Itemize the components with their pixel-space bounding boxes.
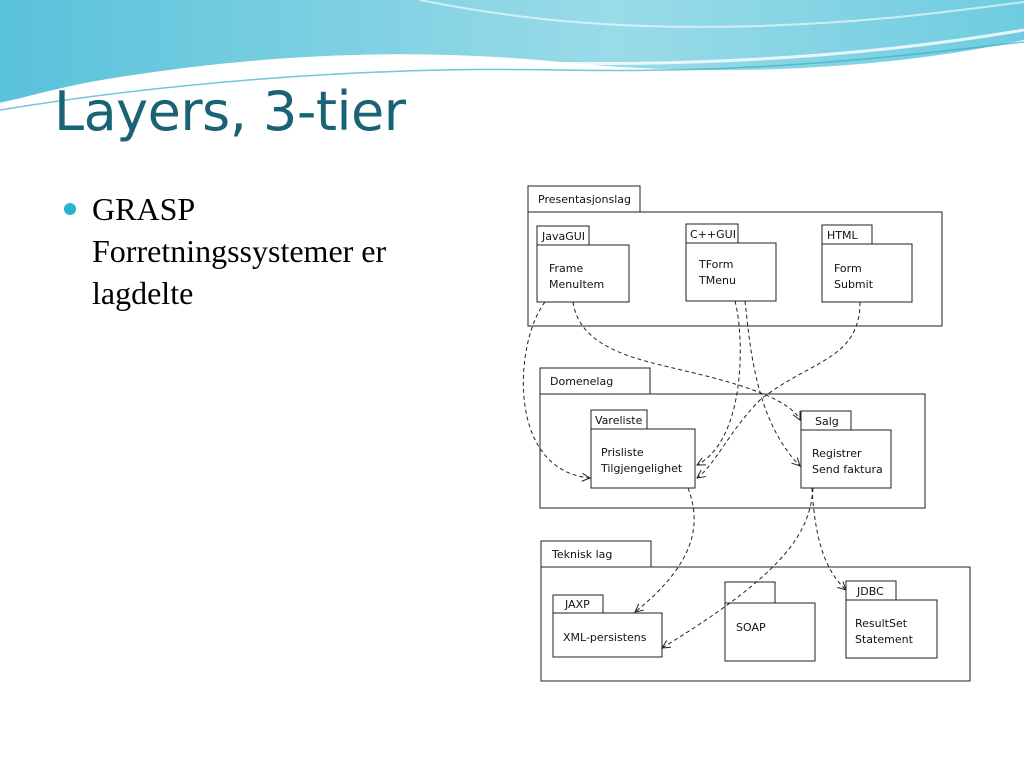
bullet-item: GRASP Forretningssystemer er lagdelte [62, 188, 492, 314]
dependency-arrow [697, 301, 861, 478]
package-content-line: TMenu [698, 274, 736, 287]
package-salg: Salg Registrer Send faktura [800, 410, 892, 489]
dependency-arrow [635, 487, 695, 612]
bullet-text: GRASP Forretningssystemer er lagdelte [92, 191, 387, 311]
package-javagui: JavaGUI Frame MenuItem [536, 225, 630, 303]
package-content-line: Frame [549, 262, 584, 275]
package-content-line: Tilgjengelighet [600, 462, 683, 475]
package-content-line: Send faktura [812, 463, 883, 476]
package-tab-label: JDBC [856, 585, 884, 598]
package-html: HTML Form Submit [821, 224, 913, 303]
technical-layer-label: Teknisk lag [551, 548, 612, 561]
package-tab-label: C++GUI [690, 228, 736, 241]
package-content-line: Prisliste [601, 446, 644, 459]
package-content-line: Submit [834, 278, 874, 291]
package-tab-label: Vareliste [595, 414, 643, 427]
package-tab-label: JAXP [564, 598, 590, 611]
bullet-dot-icon [64, 203, 76, 215]
dependency-arrow [572, 301, 800, 420]
dependency-arrow [811, 487, 846, 590]
package-jaxp: JAXP XML-persistens [552, 594, 663, 658]
package-tab-label: HTML [827, 229, 858, 242]
package-content-line: Statement [855, 633, 914, 646]
package-soap: SOAP [724, 581, 816, 662]
presentation-layer-label: Presentasjonslag [538, 193, 631, 206]
package-jdbc: JDBC ResultSet Statement [845, 580, 938, 659]
dependency-arrow [697, 300, 741, 465]
package-content-line: SOAP [736, 621, 766, 634]
package-vareliste: Vareliste Prisliste Tilgjengelighet [590, 409, 696, 489]
package-tab-label: Salg [815, 415, 839, 428]
package-content-line: Registrer [812, 447, 862, 460]
package-cppgui: C++GUI TForm TMenu [685, 223, 777, 302]
dependency-arrow [662, 487, 814, 648]
package-tab-label: JavaGUI [541, 230, 585, 243]
package-content-line: ResultSet [855, 617, 908, 630]
dependency-arrow [744, 300, 800, 466]
slide-title: Layers, 3-tier [54, 80, 406, 143]
domain-layer-label: Domenelag [550, 375, 613, 388]
dependency-arrow [522, 301, 590, 478]
bullet-list: GRASP Forretningssystemer er lagdelte [62, 188, 492, 314]
package-content-line: MenuItem [549, 278, 604, 291]
package-content-line: TForm [698, 258, 733, 271]
header-wave-decoration [0, 0, 1024, 111]
package-content-line: XML-persistens [563, 631, 647, 644]
package-content-line: Form [834, 262, 862, 275]
dependency-arrows [522, 300, 861, 648]
